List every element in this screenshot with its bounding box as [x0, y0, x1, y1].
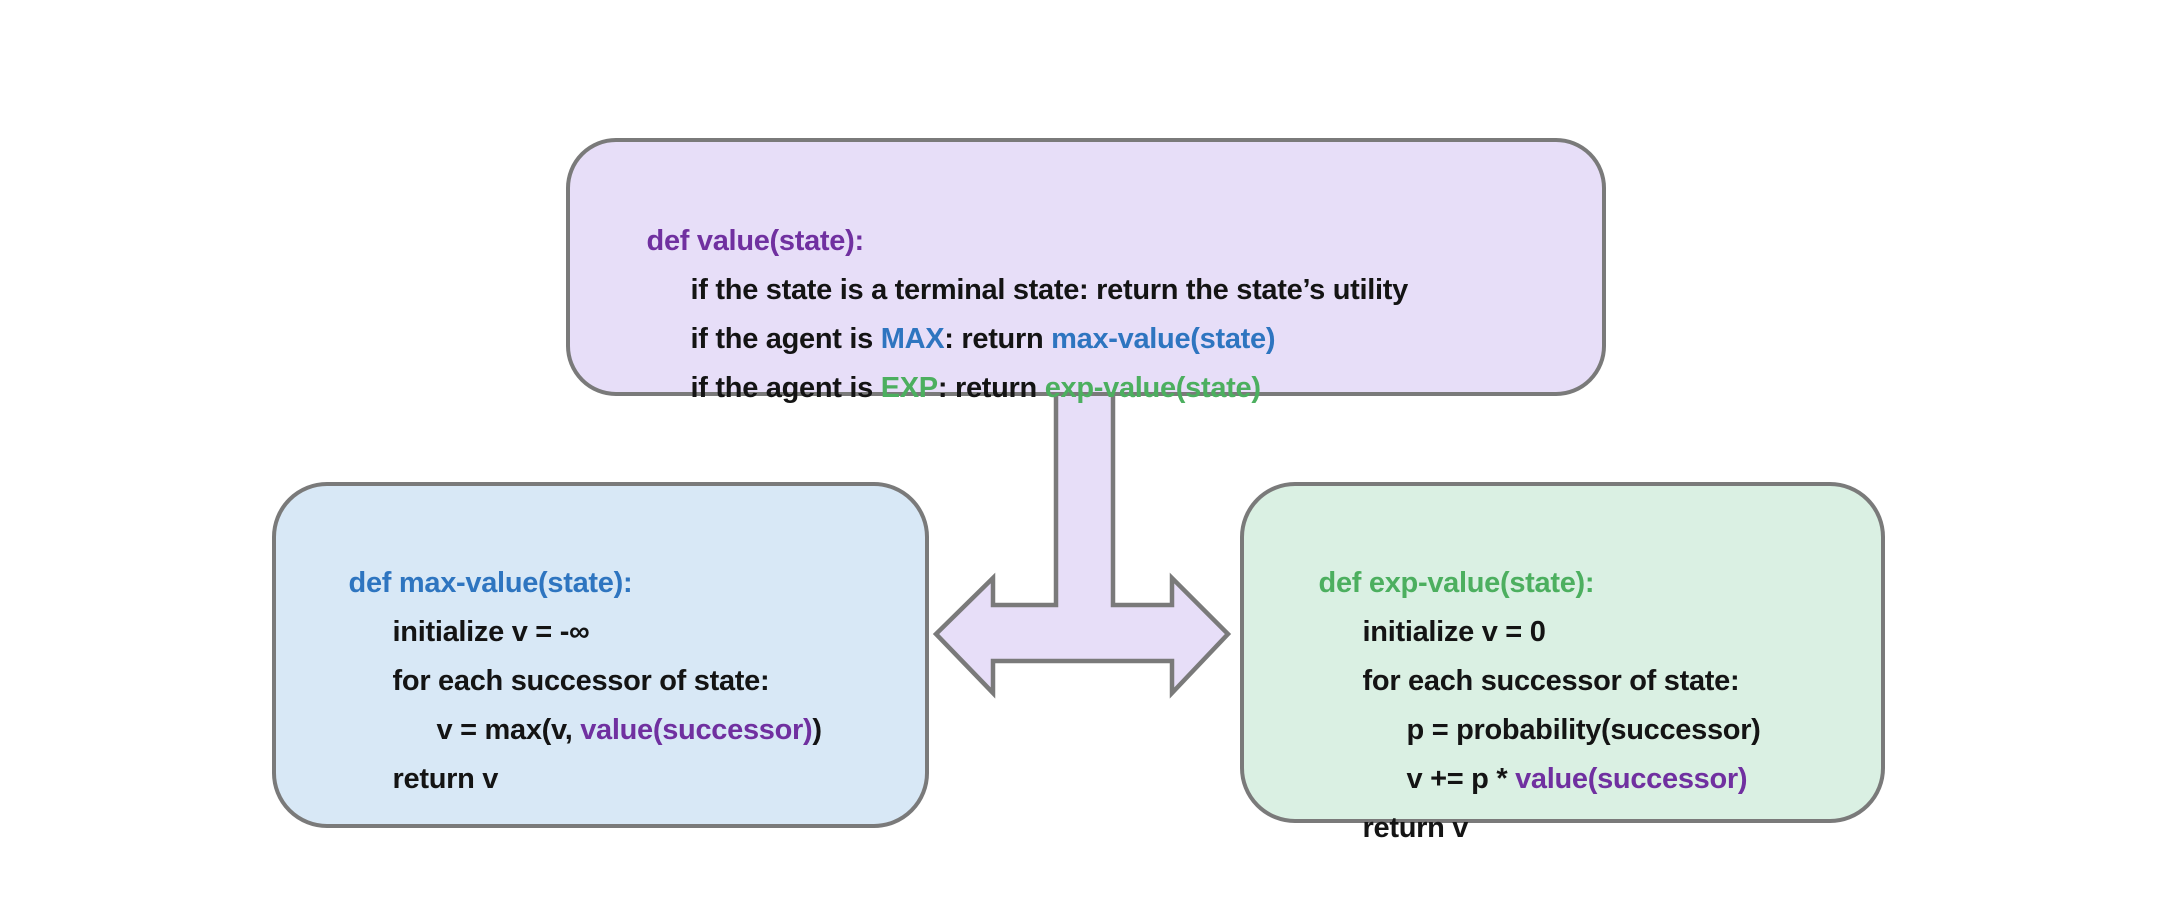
code-line: def value(state):: [600, 168, 1602, 257]
code-line: if the state is a terminal state: return…: [600, 217, 1602, 306]
code-line: return v: [302, 706, 925, 795]
code-segment: v += p *: [1406, 763, 1516, 795]
code-line: if the agent is EXP: return exp-value(st…: [600, 315, 1602, 404]
code-segment: initialize v = 0: [1362, 616, 1546, 648]
code-line: def exp-value(state):: [1272, 510, 1881, 599]
code-segment: exp-value(state): [1044, 372, 1261, 404]
code-segment: if the agent is: [690, 323, 881, 355]
code-segment: for each successor of state:: [1362, 665, 1740, 697]
code-segment: p = probability(successor): [1406, 714, 1761, 746]
code-segment: return v: [392, 763, 499, 795]
code-line: return v: [1272, 755, 1881, 844]
code-segment: value(successor): [1515, 763, 1748, 795]
code-segment: initialize v = -∞: [392, 616, 590, 648]
code-line: initialize v = -∞: [302, 559, 925, 648]
code-line: for each successor of state:: [302, 608, 925, 697]
code-segment: def max-value(state):: [348, 567, 633, 599]
code-segment: MAX: [880, 323, 945, 355]
code-line: for each successor of state:: [1272, 608, 1881, 697]
code-segment: if the state is a terminal state: return…: [690, 274, 1409, 306]
code-segment: if the agent is: [690, 372, 881, 404]
code-segment: value(successor): [580, 714, 813, 746]
code-segment: : return: [937, 372, 1045, 404]
max-value-pseudocode-box: def max-value(state): initialize v = -∞ …: [272, 482, 929, 828]
code-segment: max-value(state): [1051, 323, 1276, 355]
code-line: v = max(v, value(successor)): [302, 657, 925, 746]
value-pseudocode-box: def value(state): if the state is a term…: [566, 138, 1606, 404]
code-segment: ): [812, 714, 822, 746]
code-segment: EXP: [880, 372, 938, 404]
code-line: initialize v = 0: [1272, 559, 1881, 648]
code-line: if the agent is MAX: return max-value(st…: [600, 266, 1602, 355]
code-line: def max-value(state):: [302, 510, 925, 599]
code-segment: return v: [1362, 812, 1469, 844]
code-segment: for each successor of state:: [392, 665, 770, 697]
code-segment: def exp-value(state):: [1318, 567, 1595, 599]
code-segment: : return: [944, 323, 1052, 355]
exp-value-pseudocode-box: def exp-value(state): initialize v = 0 f…: [1240, 482, 1885, 844]
code-segment: def value(state):: [646, 225, 865, 257]
code-line: v += p * value(successor): [1272, 706, 1881, 795]
code-segment: v = max(v,: [436, 714, 581, 746]
branch-arrow-icon: [932, 389, 1232, 699]
code-line: p = probability(successor): [1272, 657, 1881, 746]
